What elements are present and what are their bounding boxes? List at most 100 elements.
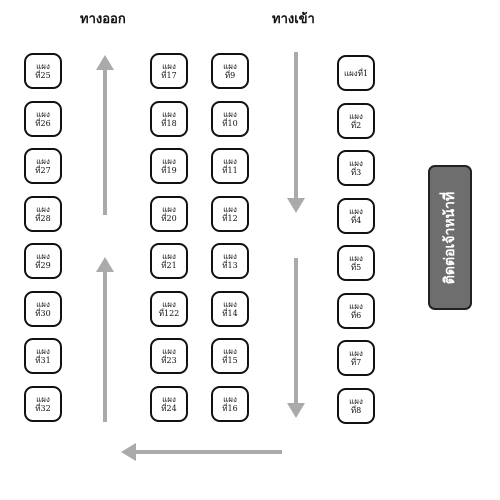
booth-label-line2: ที่28 [35,213,51,223]
booth-label-line1: แผง [36,394,50,404]
booth-label-line1: แผง [36,252,50,261]
booth-label-line1: แผง [223,347,237,356]
booth-label-line1: แผง [349,254,363,263]
booth-label-line2: ที่18 [161,118,177,128]
booth-label-line1: แผง [349,349,363,358]
booth-label-line1: แผง [162,394,176,404]
booth-mid-left: แผงที่24 [150,385,188,422]
booth-right: แผงที่6 [337,292,375,329]
booth-label-line2: ที่4 [350,215,362,225]
booth-label-line2: ที่26 [35,118,51,128]
booth-label-line2: ที่19 [161,166,177,175]
booth-label-line2: ที่11 [222,166,238,175]
booth-mid-left: แผงที่17 [150,53,188,89]
contact-staff-box: ติดต่อเจ้าหน้าที่ [428,165,472,310]
booth-left: แผงที่26 [24,100,62,137]
booth-label-line2: ที่12 [222,213,238,223]
booth-label-line2: ที่17 [161,71,177,80]
booth-label-line1: แผง [36,62,50,71]
booth-label-line1: แผง [162,299,176,309]
arrow-left-bottom [121,443,282,461]
booth-right: แผงที่3 [337,150,375,186]
booth-mid-left: แผงที่122 [150,290,188,327]
booth-label-line1: แผง [223,252,237,261]
arrow-down-lower [287,258,305,418]
entrance-label: ทางเข้า [272,12,315,27]
booth-right: แผงที่4 [337,197,375,234]
contact-staff-label: ติดต่อเจ้าหน้าที่ [442,191,458,284]
booth-label-line1: แผง [223,299,237,309]
booth-label-line1: แผง [36,347,50,356]
booth-mid-right: แผงที่15 [211,338,249,374]
booth-label-line1: แผง [223,109,237,119]
booth-label-line2: ที่16 [222,403,238,413]
booth-left: แผงที่28 [24,195,62,232]
booth-label-line1: แผง [162,157,176,166]
booth-mid-left: แผงที่19 [150,148,188,184]
arrow-up-lower [96,257,114,422]
booth-left: แผงที่31 [24,338,62,374]
booth-label-line2: ที่23 [161,356,177,365]
booth-mid-right: แผงที่12 [211,195,249,232]
booth-label-line2: ที่31 [35,356,51,365]
booth-mid-left: แผงที่23 [150,338,188,374]
booth-label-line1: แผง [349,111,363,121]
booth-left: แผงที่25 [24,53,62,89]
booth-mid-left: แผงที่18 [150,100,188,137]
booth-label-line2: ที่5 [350,263,362,272]
booth-label-line2: ที่122 [158,308,180,318]
booth-label-line2: ที่6 [350,310,362,320]
booth-label-line2: ที่10 [222,118,238,128]
booth-label-line2: ที่32 [35,403,51,413]
booth-label-line2: ที่8 [350,405,362,415]
booth-left: แผงที่30 [24,290,62,327]
booth-label-line1: แผง [36,299,50,309]
booth-label-line2: ที่15 [222,356,238,365]
booth-mid-right: แผงที่11 [211,148,249,184]
booth-label-line1: แผง [162,109,176,119]
booth-label-line1: แผง [223,157,237,166]
booth-label-line1: แผง [36,204,50,214]
booth-label-line1: แผง [162,62,176,71]
booth-right: แผงที่7 [337,340,375,376]
booth-label-line1: แผง [349,206,363,216]
booth-right: แผงที่5 [337,245,375,281]
booth-right: แผงที่8 [337,387,375,424]
booth-label-line2: ที่2 [350,120,362,130]
booth-right: แผงที่1 [337,55,375,91]
booth-left: แผงที่32 [24,385,62,422]
booth-label-line1: แผง [162,347,176,356]
exit-label: ทางออก [80,12,126,27]
booth-label-line1: แผง [162,252,176,261]
booth-mid-right: แผงที่13 [211,243,249,279]
booth-mid-right: แผงที่9 [211,53,249,89]
booth-left: แผงที่27 [24,148,62,184]
booth-label-line1: แผง [36,157,50,166]
booth-label-line2: ที่21 [161,261,177,270]
booth-label-line2: ที่3 [350,168,362,177]
booth-mid-right: แผงที่10 [211,100,249,137]
booth-label-line1: แผง [36,109,50,119]
booth-label-line1: แผง [223,394,237,404]
booth-right: แผงที่2 [337,102,375,139]
booth-label-line2: ที่20 [161,213,177,223]
arrow-up-upper [96,55,114,215]
booth-mid-right: แผงที่14 [211,290,249,327]
booth-mid-left: แผงที่21 [150,243,188,279]
booth-label-line2: ที่13 [222,261,238,270]
arrow-down-upper [287,52,305,213]
booth-label-line2: ที่25 [35,71,51,80]
booth-label-line1: แผงที่1 [343,68,369,78]
booth-label-line2: ที่29 [35,261,51,270]
booth-label-line1: แผง [349,159,363,168]
booth-label-line1: แผง [223,204,237,214]
booth-label-line2: ที่27 [35,166,51,175]
booth-label-line2: ที่7 [350,358,362,367]
booth-mid-left: แผงที่20 [150,195,188,232]
booth-label-line2: ที่24 [161,403,177,413]
booth-left: แผงที่29 [24,243,62,279]
booth-label-line1: แผง [223,62,237,71]
booth-label-line2: ที่14 [222,308,238,318]
booth-label-line2: ที่9 [224,71,236,80]
